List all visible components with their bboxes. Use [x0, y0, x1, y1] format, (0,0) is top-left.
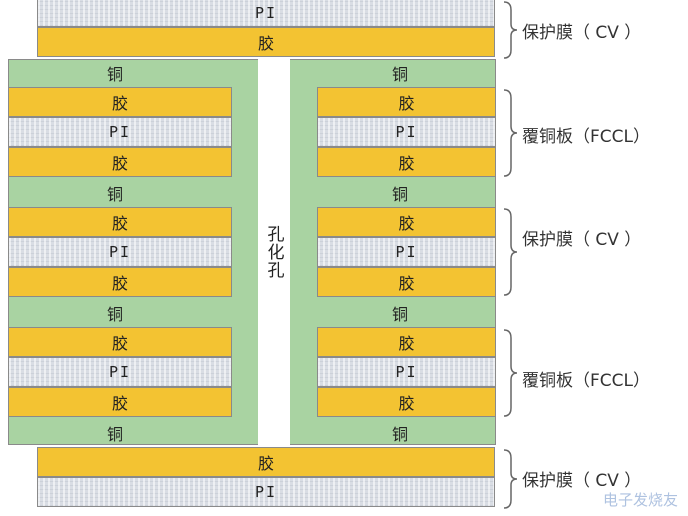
- glue-layer-left: 胶: [8, 327, 232, 357]
- watermark-logo: 电子发烧友: [602, 491, 678, 509]
- glue-layer-right: 胶: [317, 207, 496, 237]
- top-pi-layer: PI: [37, 0, 495, 27]
- bottom-glue-layer: 胶: [37, 447, 495, 477]
- brace-fccl-1: [503, 89, 518, 177]
- layer-label-copper-left: 铜: [107, 305, 124, 324]
- layer-label-copper-left: 铜: [107, 185, 124, 204]
- pi-layer-right: PI: [317, 357, 496, 387]
- plated-through-hole: 孔化孔: [258, 59, 290, 445]
- glue-layer-right: 胶: [317, 267, 496, 297]
- pi-layer-left: PI: [8, 357, 232, 387]
- brace-cv-top: [503, 1, 518, 59]
- top-glue-layer: 胶: [37, 27, 495, 57]
- glue-layer-right: 胶: [317, 387, 496, 417]
- glue-layer-left: 胶: [8, 267, 232, 297]
- layer-label-copper-right: 铜: [392, 65, 409, 84]
- pi-layer-left: PI: [8, 117, 232, 147]
- glue-layer-right: 胶: [317, 147, 496, 177]
- glue-layer-left: 胶: [8, 207, 232, 237]
- hole-label: 孔化孔: [263, 225, 284, 279]
- pi-layer-left: PI: [8, 237, 232, 267]
- label-fccl-1: 覆铜板（FCCL）: [522, 127, 650, 147]
- glue-layer-left: 胶: [8, 87, 232, 117]
- pi-layer-right: PI: [317, 117, 496, 147]
- layer-label-copper-right: 铜: [392, 305, 409, 324]
- layer-label-copper-left: 铜: [107, 65, 124, 84]
- label-fccl-2: 覆铜板（FCCL）: [522, 371, 650, 391]
- glue-layer-right: 胶: [317, 327, 496, 357]
- layer-label-copper-right: 铜: [392, 185, 409, 204]
- label-cv-bottom: 保护膜（ CV ）: [522, 471, 642, 491]
- glue-layer-left: 胶: [8, 147, 232, 177]
- brace-fccl-2: [503, 329, 518, 417]
- glue-layer-right: 胶: [317, 87, 496, 117]
- pi-layer-right: PI: [317, 237, 496, 267]
- layer-label-copper-right: 铜: [392, 425, 409, 444]
- glue-layer-left: 胶: [8, 387, 232, 417]
- brace-cv-mid: [503, 208, 518, 296]
- layer-label-copper-left: 铜: [107, 425, 124, 444]
- label-cv-mid: 保护膜（ CV ）: [522, 230, 642, 250]
- brace-cv-bottom: [503, 449, 518, 509]
- label-cv-top: 保护膜（ CV ）: [522, 23, 642, 43]
- bottom-pi-layer: PI: [37, 477, 495, 507]
